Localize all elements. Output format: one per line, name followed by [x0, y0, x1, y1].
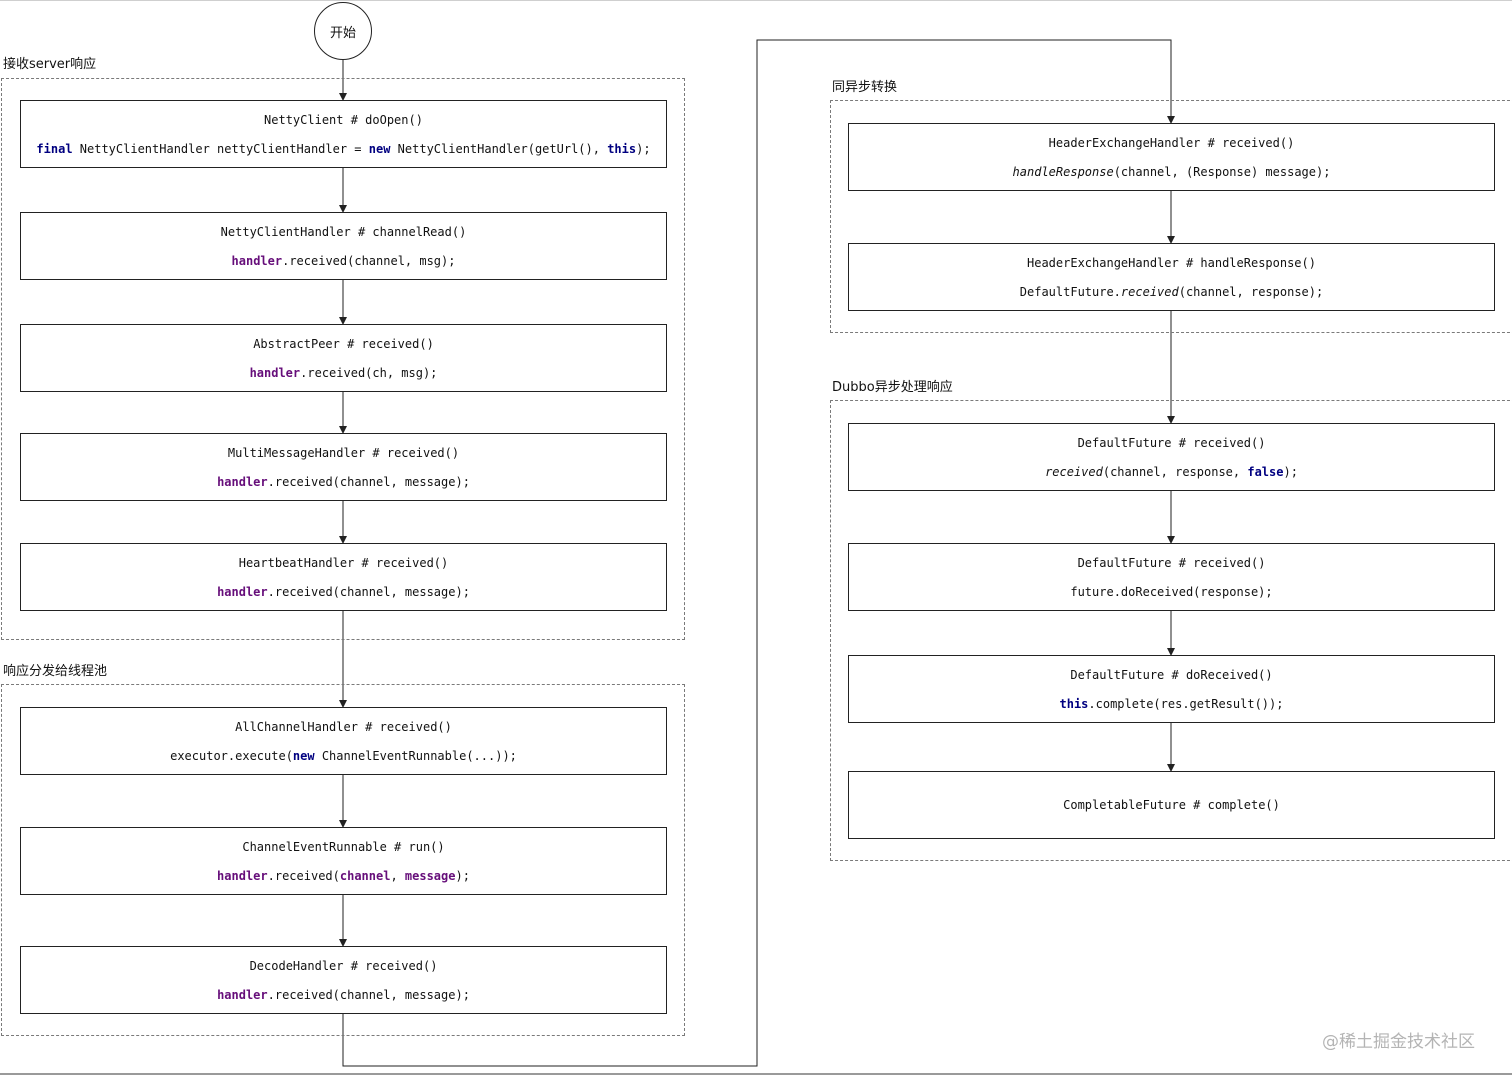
- code-token: message: [404, 869, 456, 883]
- node-multimessage-handler-received[interactable]: MultiMessageHandler # received() handler…: [20, 433, 667, 501]
- node-code: handler.received(channel, msg);: [21, 254, 666, 268]
- code-token: (channel, response,: [1102, 465, 1248, 479]
- node-code: handler.received(channel, message);: [21, 869, 666, 883]
- code-token: final: [36, 142, 73, 156]
- node-code: DefaultFuture.received(channel, response…: [849, 285, 1494, 299]
- code-token: .received(channel, msg);: [282, 254, 456, 268]
- code-token: .received(channel, message);: [267, 585, 470, 599]
- node-code: future.doReceived(response);: [849, 585, 1494, 599]
- node-allchannel-handler-received[interactable]: AllChannelHandler # received() executor.…: [20, 707, 667, 775]
- node-title: HeartbeatHandler # received(): [238, 556, 449, 570]
- code-token: false: [1247, 465, 1284, 479]
- node-netty-client-doopen[interactable]: NettyClient # doOpen() final NettyClient…: [20, 100, 667, 168]
- code-token: new: [292, 749, 315, 763]
- code-token: );: [636, 142, 651, 156]
- node-title: DefaultFuture # received(): [1077, 556, 1266, 570]
- node-decode-handler-received[interactable]: DecodeHandler # received() handler.recei…: [20, 946, 667, 1014]
- node-code: received(channel, response, false);: [849, 465, 1494, 479]
- code-token: .received(ch, msg);: [300, 366, 438, 380]
- node-title: CompletableFuture # complete(): [1063, 798, 1280, 812]
- node-code: this.complete(res.getResult());: [849, 697, 1494, 711]
- node-title: NettyClientHandler # channelRead(): [220, 225, 467, 239]
- node-netty-client-handler-channelread[interactable]: NettyClientHandler # channelRead() handl…: [20, 212, 667, 280]
- group-receive: [1, 78, 685, 640]
- node-title: DefaultFuture # received(): [1077, 436, 1266, 450]
- node-title: DecodeHandler # received(): [249, 959, 438, 973]
- node-default-future-doreceived[interactable]: DefaultFuture # doReceived() this.comple…: [848, 655, 1495, 723]
- node-header-exchange-handler-handleresponse[interactable]: HeaderExchangeHandler # handleResponse()…: [848, 243, 1495, 311]
- node-abstract-peer-received[interactable]: AbstractPeer # received() handler.receiv…: [20, 324, 667, 392]
- group-dispatch: [1, 684, 685, 1036]
- node-code: handler.received(channel, message);: [21, 988, 666, 1002]
- node-default-future-received[interactable]: DefaultFuture # received() received(chan…: [848, 423, 1495, 491]
- code-token: );: [455, 869, 470, 883]
- code-token: (channel, (Response) message);: [1113, 165, 1331, 179]
- code-token: ChannelEventRunnable(...));: [314, 749, 517, 763]
- node-title: DefaultFuture # doReceived(): [1070, 668, 1273, 682]
- group-sync: [830, 100, 1512, 333]
- bottom-border: [0, 1073, 1512, 1075]
- group-async: [830, 400, 1512, 861]
- code-token: executor.execute(: [170, 749, 293, 763]
- code-token: new: [368, 142, 391, 156]
- code-token: .received(channel, message);: [267, 475, 470, 489]
- node-header-exchange-handler-received[interactable]: HeaderExchangeHandler # received() handl…: [848, 123, 1495, 191]
- code-token: .received(: [267, 869, 340, 883]
- group-sync-label: 同异步转换: [832, 80, 898, 95]
- code-token: handler: [217, 475, 268, 489]
- node-title: HeaderExchangeHandler # received(): [1048, 136, 1295, 150]
- node-code: executor.execute(new ChannelEventRunnabl…: [21, 749, 666, 763]
- code-token: received: [1045, 465, 1103, 479]
- code-token: this: [1059, 697, 1089, 711]
- start-node[interactable]: 开始: [314, 2, 372, 60]
- code-token: ,: [390, 869, 405, 883]
- code-token: DefaultFuture.: [1019, 285, 1121, 299]
- node-default-future-received-2[interactable]: DefaultFuture # received() future.doRece…: [848, 543, 1495, 611]
- code-token: NettyClientHandler(getUrl(),: [390, 142, 608, 156]
- group-dispatch-label: 响应分发给线程池: [3, 664, 108, 679]
- code-token: handler: [249, 366, 301, 380]
- code-token: this: [607, 142, 637, 156]
- code-token: handler: [217, 869, 268, 883]
- node-code: final NettyClientHandler nettyClientHand…: [21, 142, 666, 156]
- node-title: ChannelEventRunnable # run(): [242, 840, 445, 854]
- code-token: future.doReceived(response);: [1070, 585, 1273, 599]
- code-token: NettyClientHandler nettyClientHandler =: [72, 142, 369, 156]
- code-token: handler: [217, 585, 268, 599]
- edge-n8-n9: [342, 39, 1175, 1067]
- node-title: AllChannelHandler # received(): [235, 720, 452, 734]
- code-token: );: [1283, 465, 1298, 479]
- node-title: AbstractPeer # received(): [253, 337, 434, 351]
- node-title: HeaderExchangeHandler # handleResponse(): [1027, 256, 1316, 270]
- watermark: @稀土掘金技术社区: [1322, 1032, 1475, 1052]
- group-async-label: Dubbo异步处理响应: [832, 380, 953, 395]
- node-title: MultiMessageHandler # received(): [227, 446, 460, 460]
- node-code: handler.received(ch, msg);: [21, 366, 666, 380]
- code-token: .received(channel, message);: [267, 988, 470, 1002]
- node-heartbeat-handler-received[interactable]: HeartbeatHandler # received() handler.re…: [20, 543, 667, 611]
- code-token: (channel, response);: [1178, 285, 1324, 299]
- code-token: .complete(res.getResult());: [1088, 697, 1284, 711]
- code-token: handler: [231, 254, 283, 268]
- node-code: handler.received(channel, message);: [21, 475, 666, 489]
- code-token: channel: [339, 869, 391, 883]
- node-code: handleResponse(channel, (Response) messa…: [849, 165, 1494, 179]
- node-title: NettyClient # doOpen(): [264, 113, 423, 127]
- node-completable-future-complete[interactable]: CompletableFuture # complete(): [848, 771, 1495, 839]
- node-channel-event-runnable-run[interactable]: ChannelEventRunnable # run() handler.rec…: [20, 827, 667, 895]
- group-receive-label: 接收server响应: [3, 57, 97, 72]
- code-token: handler: [217, 988, 268, 1002]
- code-token: handleResponse: [1012, 165, 1114, 179]
- node-code: handler.received(channel, message);: [21, 585, 666, 599]
- code-token: received: [1120, 285, 1179, 299]
